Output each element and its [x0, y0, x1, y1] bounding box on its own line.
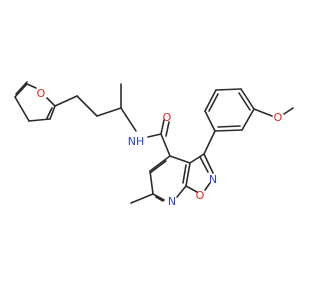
- bond: [214, 129, 243, 132]
- bond: [189, 153, 205, 164]
- bond: [199, 156, 209, 173]
- bond: [149, 160, 167, 174]
- bond: [149, 155, 171, 172]
- bond: [238, 92, 251, 111]
- isoxazole-nitrogen-label: N: [209, 173, 217, 186]
- bond: [204, 110, 216, 132]
- bond: [49, 105, 56, 120]
- bond: [204, 89, 217, 112]
- bond: [176, 185, 187, 198]
- bond: [149, 170, 154, 195]
- bond: [96, 107, 122, 117]
- bond: [28, 118, 51, 122]
- methoxy-oxygen-label: O: [274, 111, 283, 124]
- amide-oxygen-label: O: [163, 111, 172, 124]
- bond: [160, 119, 165, 135]
- bond: [208, 93, 219, 112]
- bond: [160, 133, 171, 157]
- bond: [15, 81, 28, 95]
- bond: [152, 193, 165, 201]
- pyridine-nitrogen-label: N: [168, 195, 176, 208]
- bond: [130, 193, 154, 204]
- bond: [14, 83, 28, 98]
- bond: [46, 97, 56, 107]
- bond: [253, 108, 273, 117]
- bond: [76, 95, 98, 117]
- bond: [217, 125, 241, 128]
- bond: [46, 107, 53, 119]
- bond: [155, 196, 164, 202]
- bond: [169, 155, 191, 164]
- bond: [182, 164, 187, 184]
- atom-labels: O NH O N O N O: [37, 87, 283, 208]
- bond: [54, 95, 78, 107]
- bond: [215, 88, 242, 91]
- bond: [203, 153, 214, 174]
- isoxazole-oxygen-label: O: [196, 189, 205, 202]
- furan-oxygen-label: O: [37, 87, 46, 100]
- bond: [203, 130, 216, 155]
- bond: [241, 108, 255, 131]
- bond: [240, 88, 255, 110]
- bond: [204, 182, 211, 191]
- bond: [165, 121, 170, 137]
- structure-svg: O NH O N O N O: [14, 81, 294, 208]
- bond: [147, 133, 162, 138]
- bond: [120, 107, 137, 132]
- bond: [14, 96, 30, 122]
- bond: [185, 162, 191, 187]
- molecule-structure-canvas: O NH O N O N O: [14, 81, 294, 208]
- amide-nitrogen-label: NH: [128, 135, 145, 148]
- bond: [185, 185, 198, 193]
- bond: [283, 107, 294, 115]
- bond-lines: [14, 81, 294, 204]
- bond: [26, 83, 37, 89]
